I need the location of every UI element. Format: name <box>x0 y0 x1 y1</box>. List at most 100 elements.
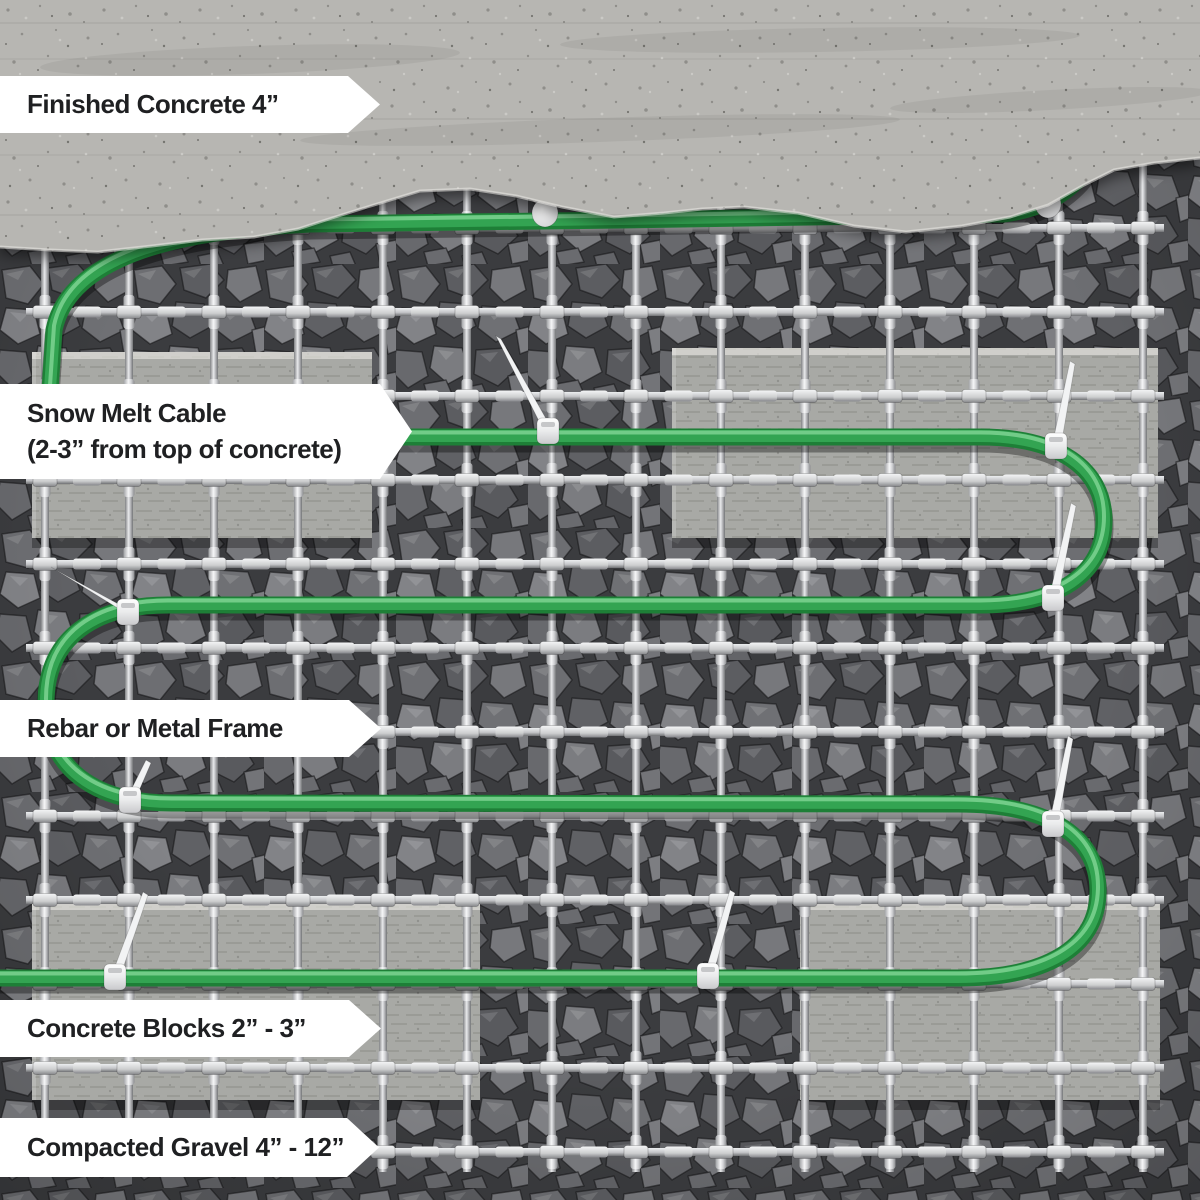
label-compacted-gravel-text: Compacted Gravel 4” - 12” <box>27 1131 344 1162</box>
rebar-sleeve <box>73 894 101 906</box>
rebar-joint-clamp <box>454 893 480 907</box>
rebar-sleeve <box>326 810 355 822</box>
concrete-edge-highlight <box>0 156 1200 254</box>
rebar-sleeve <box>242 810 270 822</box>
rebar-joint-clamp <box>32 1061 58 1075</box>
rebar-joint-clamp <box>116 641 142 655</box>
rebar-joint-clamp <box>708 1061 734 1075</box>
rebar-joint-clamp <box>1130 1061 1156 1075</box>
rebar-sleeve <box>1002 474 1031 486</box>
rebar-joint-clamp <box>454 641 480 655</box>
rebar-joint-clamp <box>792 557 818 571</box>
rebar-sleeve <box>326 306 355 318</box>
label-concrete-blocks: Concrete Blocks 2” - 3” <box>0 1000 381 1057</box>
rebar-sleeve <box>918 894 946 906</box>
rebar-sleeve <box>749 1146 777 1158</box>
rebar-joint-clamp <box>454 1061 480 1075</box>
rebar-sleeve <box>833 306 862 318</box>
label-finished-concrete: Finished Concrete 4” <box>0 76 380 133</box>
zip-tie <box>118 759 152 814</box>
rebar-sleeve <box>242 1062 270 1074</box>
rebar-joint-clamp <box>1046 725 1072 739</box>
zip-tie-head <box>536 417 560 445</box>
label-rebar-or-metal-frame: Rebar or Metal Frame <box>0 700 381 757</box>
rebar-sleeve <box>411 1146 439 1158</box>
rebar-sleeve <box>580 474 608 486</box>
rebar-sleeve <box>1002 894 1031 906</box>
rebar-sleeve <box>1087 810 1115 822</box>
rebar-joint-clamp <box>1130 1145 1156 1159</box>
rebar-joint-clamp <box>623 473 649 487</box>
rebar-joint-clamp <box>454 389 480 403</box>
rebar-sleeve <box>1087 222 1115 234</box>
rebar-sleeve <box>749 306 777 318</box>
rebar-joint-clamp <box>961 557 987 571</box>
rebar-sleeve <box>411 642 439 654</box>
rebar-joint-clamp <box>116 893 142 907</box>
rebar-joint-clamp <box>792 641 818 655</box>
rebar-joint-clamp <box>792 1145 818 1159</box>
rebar-sleeve <box>580 642 608 654</box>
rebar-sleeve <box>918 1062 946 1074</box>
rebar-sleeve <box>1002 390 1031 402</box>
rebar-joint-clamp <box>961 389 987 403</box>
rebar-sleeve <box>157 558 186 570</box>
rebar-sleeve <box>580 558 608 570</box>
rebar-sleeve <box>495 306 524 318</box>
rebar-sleeve <box>495 894 524 906</box>
finished-concrete-slab <box>0 0 1200 252</box>
rebar-joint-clamp <box>539 557 565 571</box>
rebar-sleeve <box>833 1062 862 1074</box>
rebar-sleeve <box>918 558 946 570</box>
rebar-joint-clamp <box>116 1061 142 1075</box>
rebar-sleeve <box>918 810 946 822</box>
rebar-sleeve <box>580 306 608 318</box>
rebar-sleeve <box>495 1146 524 1158</box>
rebar-sleeve <box>326 642 355 654</box>
rebar-sleeve <box>918 642 946 654</box>
rebar-joint-clamp <box>792 473 818 487</box>
rebar-sleeve <box>580 726 608 738</box>
rebar-sleeve <box>1087 1062 1115 1074</box>
rebar-joint-clamp <box>454 1145 480 1159</box>
rebar-sleeve <box>749 474 777 486</box>
rebar-joint-clamp <box>708 473 734 487</box>
label-snow-melt-cable-line2: (2-3” from top of concrete) <box>27 433 342 464</box>
rebar-joint-clamp <box>623 305 649 319</box>
rebar-sleeve <box>833 642 862 654</box>
rebar-joint-clamp <box>201 641 227 655</box>
rebar-joint-clamp <box>623 893 649 907</box>
zip-tie-head <box>696 962 720 990</box>
finished-concrete-layer <box>0 0 1200 254</box>
rebar-sleeve <box>73 306 101 318</box>
rebar-sleeve <box>242 894 270 906</box>
rebar-joint-clamp <box>708 305 734 319</box>
rebar-sleeve <box>1002 642 1031 654</box>
rebar-joint-clamp <box>792 305 818 319</box>
zip-tie-head <box>116 598 140 626</box>
rebar-sleeve <box>242 558 270 570</box>
rebar-joint-clamp <box>285 305 311 319</box>
rebar-sleeve <box>833 474 862 486</box>
rebar-sleeve <box>833 726 862 738</box>
rebar-joint-clamp <box>1130 305 1156 319</box>
rebar-joint-clamp <box>116 305 142 319</box>
rebar-sleeve <box>495 810 524 822</box>
rebar-sleeve <box>495 1062 524 1074</box>
rebar-joint-clamp <box>877 725 903 739</box>
rebar-joint-clamp <box>1130 221 1156 235</box>
rebar-joint-clamp <box>792 725 818 739</box>
rebar-sleeve <box>918 306 946 318</box>
zip-tie <box>495 334 560 445</box>
rebar-joint-clamp <box>1046 305 1072 319</box>
rebar-sleeve <box>411 810 439 822</box>
rebar-sleeve <box>411 558 439 570</box>
rebar-sleeve <box>242 642 270 654</box>
rebar-joint-clamp <box>201 893 227 907</box>
rebar-joint-clamp <box>370 557 396 571</box>
rebar-joint-clamp <box>454 725 480 739</box>
rebar-sleeve <box>326 1062 355 1074</box>
rebar-sleeve <box>411 474 439 486</box>
